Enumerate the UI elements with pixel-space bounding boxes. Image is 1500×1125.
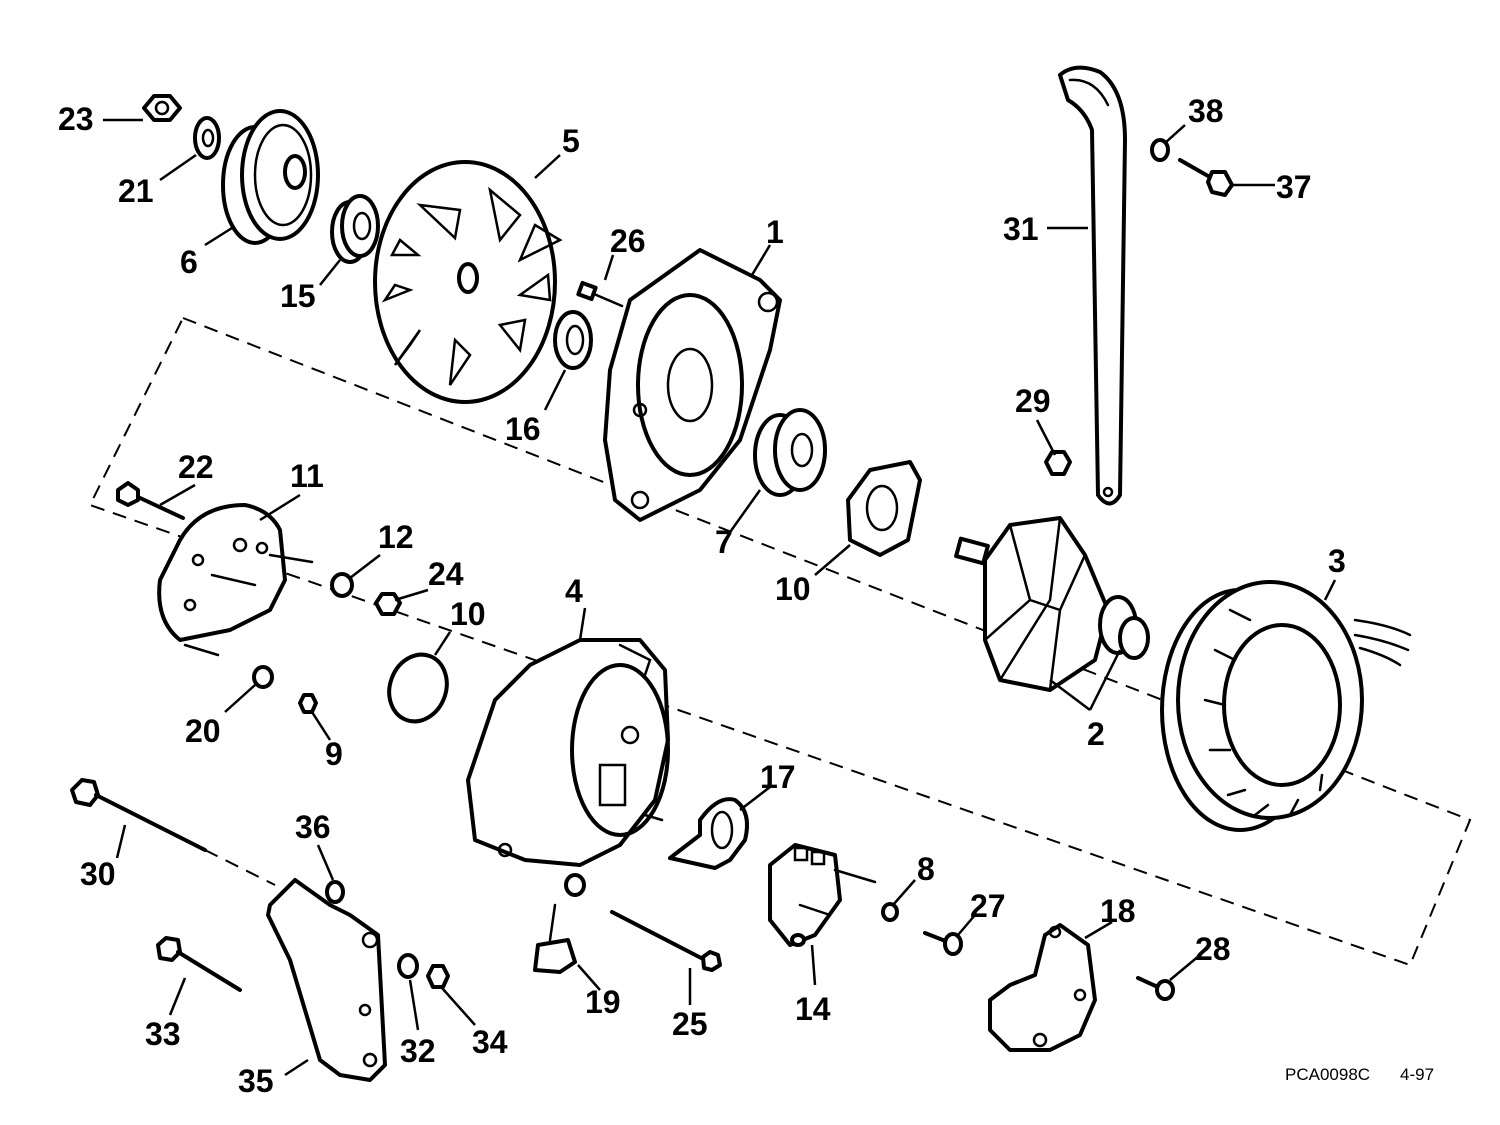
callout-14: 14 xyxy=(795,991,831,1027)
callout-24: 24 xyxy=(428,556,464,592)
leader-lines xyxy=(103,118,1337,1077)
part-9-nut xyxy=(298,693,318,714)
callout-22: 22 xyxy=(178,449,214,485)
part-27-screw xyxy=(923,931,963,956)
callout-2: 2 xyxy=(1087,716,1105,752)
part-37-bolt xyxy=(1178,158,1234,197)
callout-34: 34 xyxy=(472,1024,508,1060)
callout-15: 15 xyxy=(280,278,316,314)
part-5-fan xyxy=(373,160,563,404)
part-10-o-ring xyxy=(387,652,449,724)
callout-32: 32 xyxy=(400,1033,436,1069)
part-29-nut xyxy=(1044,450,1072,476)
part-28-screw xyxy=(1136,976,1175,1001)
callout-35: 35 xyxy=(238,1063,274,1099)
callout-10-upper: 10 xyxy=(775,571,811,607)
callout-4: 4 xyxy=(565,573,583,609)
part-11-rectifier xyxy=(157,503,314,657)
callout-29: 29 xyxy=(1015,383,1051,419)
part-7-bearing xyxy=(753,408,827,497)
part-12-sleeve xyxy=(330,572,354,598)
part-1-drive-end-housing xyxy=(603,248,782,522)
part-14-regulator xyxy=(768,843,877,947)
callout-8: 8 xyxy=(917,851,935,887)
drawing-date: 4-97 xyxy=(1400,1065,1434,1084)
part-22-bolt xyxy=(116,481,185,520)
callout-19: 19 xyxy=(585,984,621,1020)
callout-3: 3 xyxy=(1328,543,1346,579)
part-35-bracket xyxy=(266,878,387,1082)
callout-1: 1 xyxy=(766,214,784,250)
callout-30: 30 xyxy=(80,856,116,892)
part-36-screw xyxy=(325,880,345,904)
part-32-washer xyxy=(397,953,419,979)
callout-17: 17 xyxy=(760,759,796,795)
part-10-retainer-plate xyxy=(846,460,922,557)
part-15-spacer xyxy=(330,194,380,264)
callout-7: 7 xyxy=(715,524,733,560)
callout-20: 20 xyxy=(185,713,221,749)
callout-38: 38 xyxy=(1188,93,1224,129)
part-17-gasket xyxy=(668,797,749,870)
part-3-stator xyxy=(1160,580,1412,832)
callout-27: 27 xyxy=(970,888,1006,924)
part-18-cover xyxy=(988,923,1097,1052)
part-2-rotor xyxy=(954,516,1150,692)
part-20-sleeve xyxy=(252,665,274,689)
part-8-washer xyxy=(881,902,899,922)
callout-26: 26 xyxy=(610,223,646,259)
callout-23: 23 xyxy=(58,101,94,137)
bracket-alignment-line xyxy=(204,849,276,886)
part-31-adjusting-arm xyxy=(1058,65,1127,506)
part-33-bolt xyxy=(156,936,242,992)
callout-12: 12 xyxy=(378,519,414,555)
part-16-seal xyxy=(553,310,593,370)
callout-31: 31 xyxy=(1003,211,1039,247)
part-34-nut xyxy=(426,964,450,989)
part-25-bolt xyxy=(610,910,722,972)
callout-25: 25 xyxy=(672,1006,708,1042)
callout-6: 6 xyxy=(180,244,198,280)
callout-11: 11 xyxy=(290,458,324,494)
part-21-lock-washer xyxy=(193,116,221,160)
callout-37: 37 xyxy=(1276,169,1312,205)
drawing-code: PCA0098C xyxy=(1285,1065,1370,1084)
part-6-pulley xyxy=(221,109,320,245)
part-24-nut xyxy=(374,592,402,616)
part-26-screw xyxy=(576,280,624,308)
part-23-nut xyxy=(142,94,182,122)
callout-28: 28 xyxy=(1195,931,1231,967)
callout-18: 18 xyxy=(1100,893,1136,929)
callout-16: 16 xyxy=(505,411,541,447)
callout-36: 36 xyxy=(295,809,331,845)
part-19-brush-holder xyxy=(533,873,586,974)
part-30-bolt xyxy=(70,778,207,852)
callout-33: 33 xyxy=(145,1016,181,1052)
callout-21: 21 xyxy=(118,173,154,209)
callout-5: 5 xyxy=(562,123,580,159)
callout-9: 9 xyxy=(325,736,343,772)
part-4-slip-ring-end-housing xyxy=(466,638,670,867)
part-38-washer xyxy=(1150,138,1170,162)
callout-10-lower: 10 xyxy=(450,596,486,632)
